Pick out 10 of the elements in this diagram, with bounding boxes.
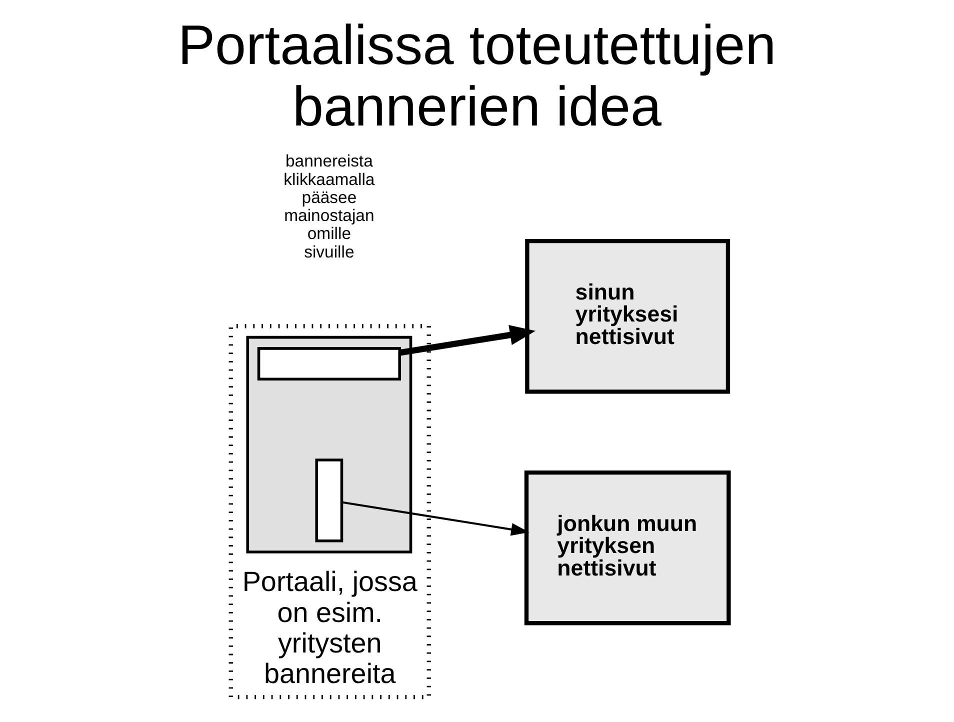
diagram-title: Portaalissa toteutettujen bannerien idea: [178, 14, 776, 138]
cluster: Portaali, jossa on esim. yritysten bannereita: [228, 324, 431, 700]
arrow: [342, 501, 530, 536]
arrow: [399, 325, 536, 356]
node-box: sinun yrityksesi nettisivut: [525, 239, 730, 394]
node-bar: [315, 458, 344, 542]
node-bar: [257, 347, 401, 381]
cluster: [246, 336, 412, 554]
label: bannereista klikkaamalla pääsee mainostajan omille sivuille: [284, 152, 375, 262]
node-box: jonkun muun yrityksen nettisivut: [524, 470, 731, 626]
